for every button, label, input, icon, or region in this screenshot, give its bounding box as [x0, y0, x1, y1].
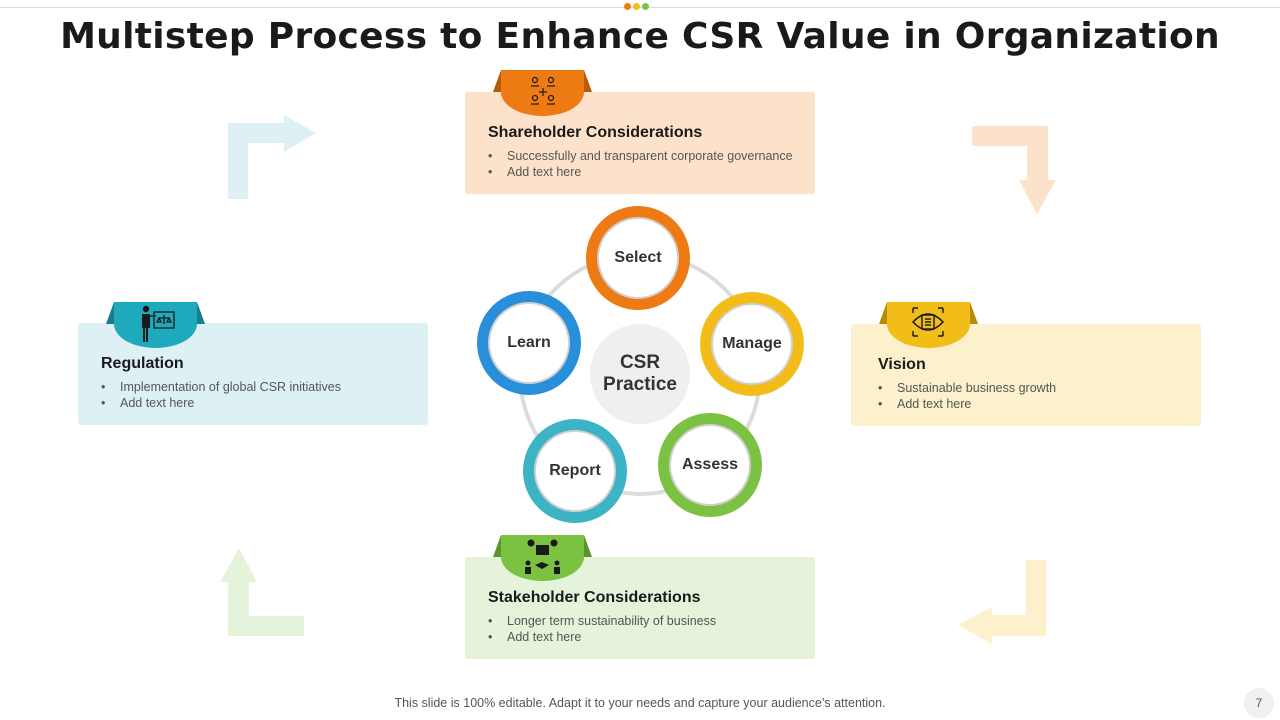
step-label: Assess [669, 424, 751, 506]
dot-green [642, 3, 649, 10]
bullet-item: Successfully and transparent corporate g… [488, 148, 793, 164]
dot-yellow [633, 3, 640, 10]
step-report: Report [523, 419, 627, 523]
bullet-list: Sustainable business growth Add text her… [878, 380, 1056, 412]
card-heading: Regulation [101, 355, 184, 372]
card-heading: Shareholder Considerations [488, 124, 703, 141]
step-label: Learn [488, 302, 570, 384]
step-select: Select [586, 206, 690, 310]
bullet-item: Add text here [101, 395, 341, 411]
bullet-list: Implementation of global CSR initiatives… [101, 379, 341, 411]
bullet-item: Implementation of global CSR initiatives [101, 379, 341, 395]
dot-orange [624, 3, 631, 10]
presenter-scale-icon [106, 302, 205, 348]
stakeholders-handshake-icon [493, 535, 592, 581]
bullet-item: Add text here [878, 396, 1056, 412]
bullet-item: Add text here [488, 629, 716, 645]
arrow-up-right-icon [228, 115, 316, 199]
team-network-icon [493, 70, 592, 116]
top-divider [0, 7, 1280, 8]
step-manage: Manage [700, 292, 804, 396]
arrow-down-left-icon [958, 560, 1046, 644]
bullet-item: Sustainable business growth [878, 380, 1056, 396]
card-heading: Stakeholder Considerations [488, 589, 701, 606]
card-shareholder: Shareholder Considerations Successfully … [465, 92, 815, 194]
footer-note: This slide is 100% editable. Adapt it to… [394, 696, 886, 710]
bullet-list: Successfully and transparent corporate g… [488, 148, 793, 180]
step-label: Report [534, 430, 616, 512]
card-heading: Vision [878, 356, 926, 373]
page-title: Multistep Process to Enhance CSR Value i… [60, 16, 1220, 57]
slide-dots [624, 3, 649, 10]
step-learn: Learn [477, 291, 581, 395]
center-label-line2: Practice [603, 374, 677, 395]
step-label: Manage [711, 303, 793, 385]
center-circle: CSR Practice [590, 324, 690, 424]
center-label-line1: CSR [619, 352, 661, 373]
bullet-item: Longer term sustainability of business [488, 613, 716, 629]
bullet-item: Add text here [488, 164, 793, 180]
arrow-right-down-icon [972, 126, 1056, 214]
step-assess: Assess [658, 413, 762, 517]
eye-document-icon [879, 302, 978, 348]
step-label: Select [597, 217, 679, 299]
bullet-list: Longer term sustainability of business A… [488, 613, 716, 645]
arrow-left-up-icon [220, 548, 304, 636]
page-number: 7 [1244, 688, 1274, 718]
